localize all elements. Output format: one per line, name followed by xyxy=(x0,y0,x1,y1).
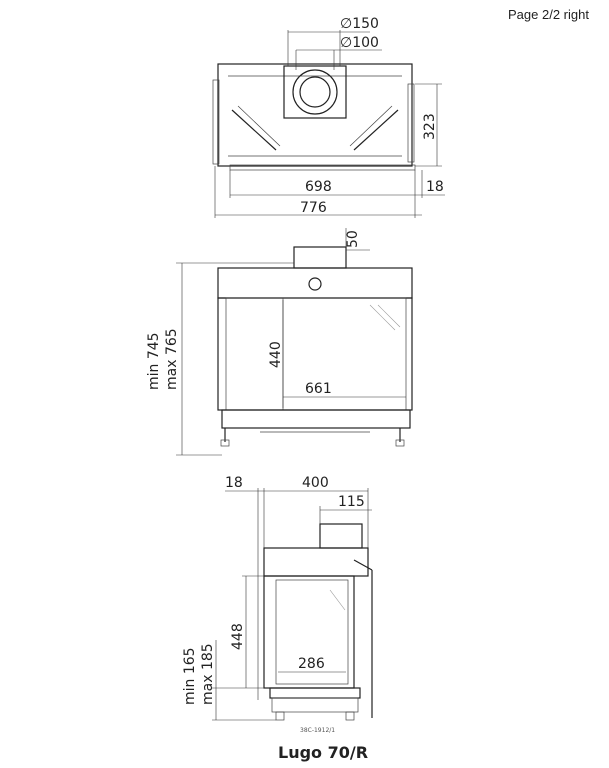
front-flue-height: 50 xyxy=(345,230,361,248)
side-glass-width: 286 xyxy=(298,656,325,672)
front-glass-height: 440 xyxy=(268,341,284,368)
front-glass-width: 661 xyxy=(305,381,332,397)
drawing-code: 38C-1912/1 xyxy=(300,727,335,734)
side-view: 38C-1912/1 18 400 115 448 286 min 165 ma… xyxy=(182,475,373,734)
side-base-max: max 185 xyxy=(200,643,216,705)
side-base-min: min 165 xyxy=(182,647,198,705)
page-label: Page 2/2 right xyxy=(508,7,589,22)
front-height-min: min 745 xyxy=(146,332,162,390)
top-dia-outer: ∅150 xyxy=(340,16,379,32)
drawing-title: Lugo 70/R xyxy=(278,743,368,762)
top-inner-width: 698 xyxy=(305,179,332,195)
top-depth: 323 xyxy=(422,113,438,140)
side-glass-height: 448 xyxy=(230,623,246,650)
front-height-max: max 765 xyxy=(164,328,180,390)
side-flue-offset: 115 xyxy=(338,494,365,510)
top-view: ∅150 ∅100 323 698 18 776 xyxy=(212,16,445,218)
top-offset: 18 xyxy=(426,179,444,195)
front-view: 50 440 661 min 745 max 765 xyxy=(146,228,413,456)
top-dia-inner: ∅100 xyxy=(340,35,379,51)
side-offset: 18 xyxy=(225,475,243,491)
side-depth: 400 xyxy=(302,475,329,491)
top-total-width: 776 xyxy=(300,200,327,216)
